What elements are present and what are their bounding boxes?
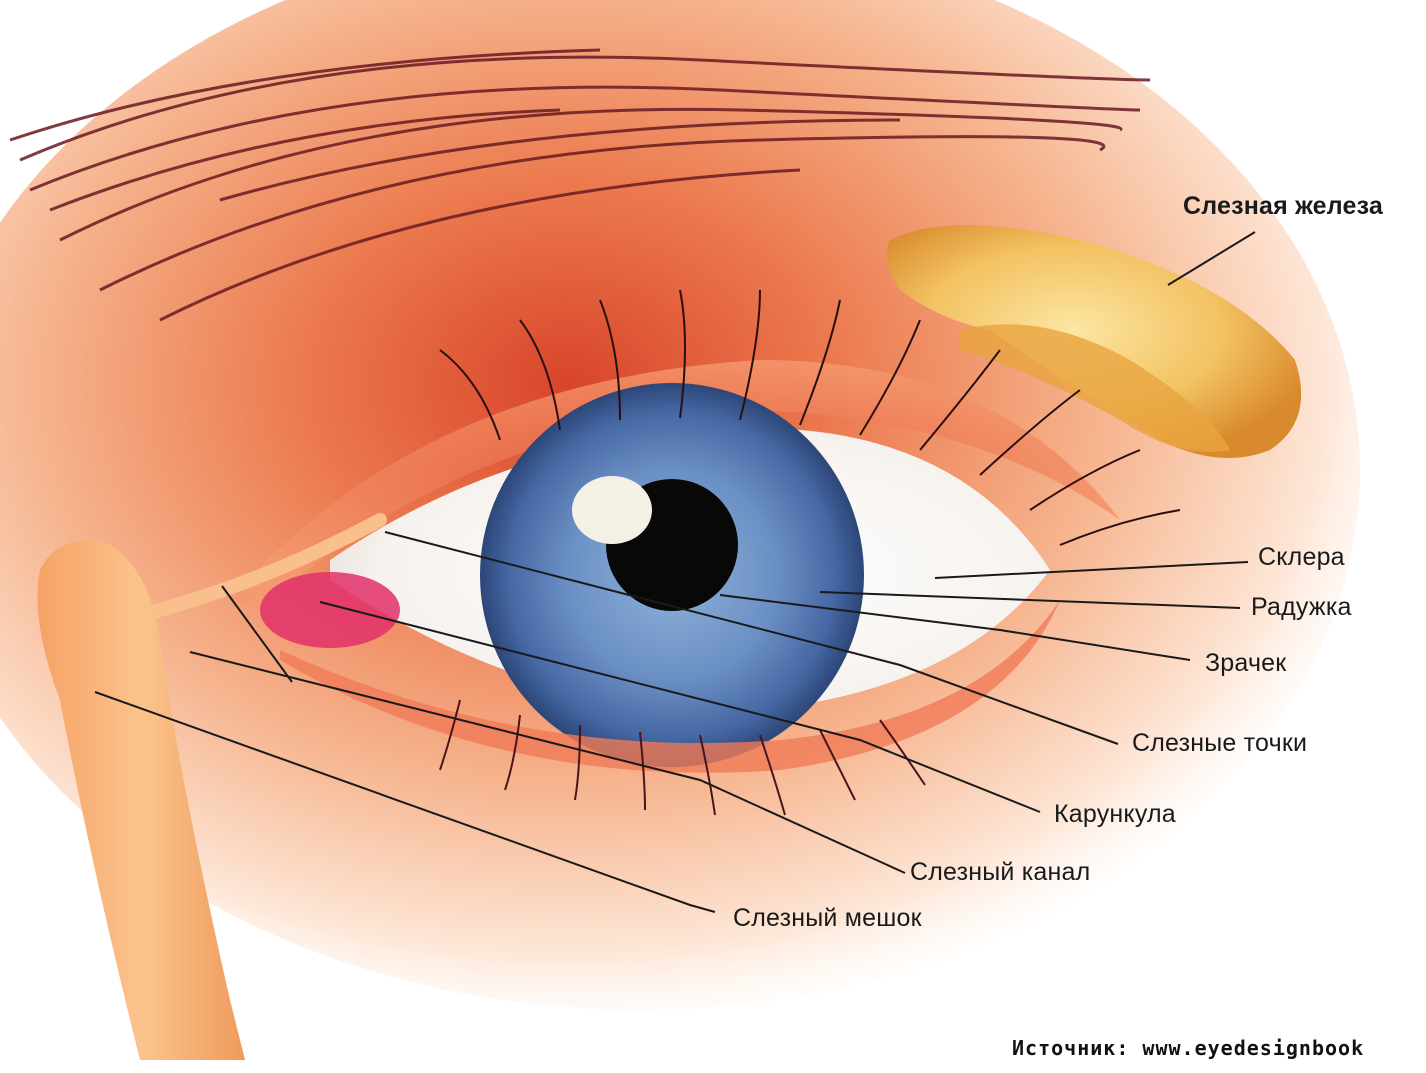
caruncle: [260, 572, 400, 648]
label-lacrimal-sac: Слезный мешок: [733, 904, 922, 933]
label-lacrimal-gland: Слезная железа: [1183, 192, 1383, 221]
label-lacrimal-points: Слезные точки: [1132, 729, 1307, 758]
label-caruncle: Карункула: [1054, 800, 1176, 829]
label-pupil: Зрачек: [1205, 649, 1286, 678]
label-lacrimal-canal: Слезный канал: [910, 858, 1090, 887]
label-sclera: Склера: [1258, 543, 1345, 572]
label-iris: Радужка: [1251, 593, 1352, 622]
eye-highlight: [572, 476, 652, 544]
source-credit: Источник: www.eyedesignbook: [1012, 1036, 1364, 1060]
